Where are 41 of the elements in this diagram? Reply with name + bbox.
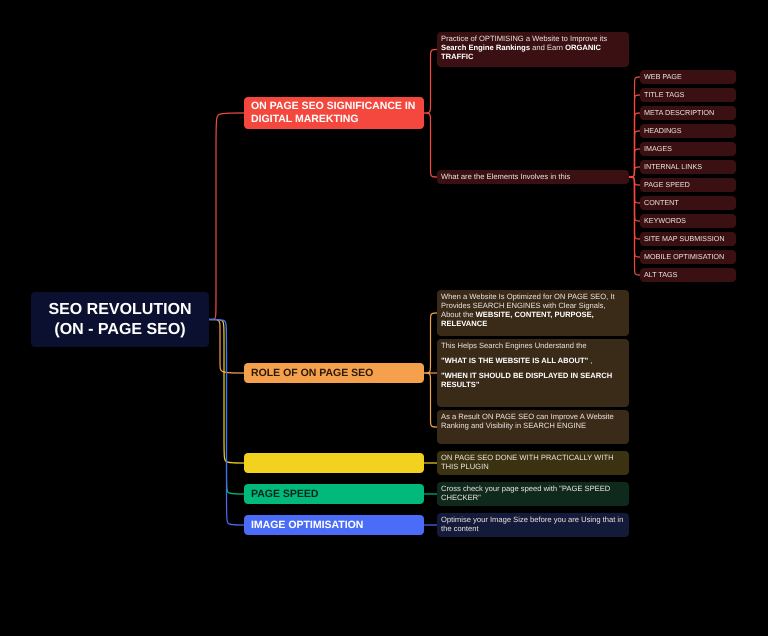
topic-text: SEO REVOLUTION (ON - PAGE SEO) (47, 300, 193, 339)
subtopic-box (640, 232, 736, 246)
subtopic-box (437, 410, 629, 444)
branch-line (629, 148, 640, 178)
central-topic-box (31, 292, 209, 347)
branch-line (424, 462, 437, 464)
main-topic-box (244, 453, 424, 473)
branch-line (424, 524, 437, 526)
branch-line (629, 166, 640, 178)
topic-text: PAGE SPEED (251, 488, 320, 500)
branch-line (424, 112, 437, 178)
subtopic-box (437, 339, 629, 407)
subtopic-box (437, 32, 629, 67)
branch-line (424, 493, 437, 495)
topic-text: ON PAGE SEO SIGNIFICANCE IN DIGITAL MAREKTING (251, 100, 416, 126)
main-topic-box (244, 363, 424, 383)
subtopic-box (437, 290, 629, 336)
subtopic-box (640, 268, 736, 282)
branch-line (424, 312, 437, 374)
topic-text: IMAGE OPTIMISATION (251, 518, 364, 532)
subtopic-box (640, 214, 736, 228)
subtopic-box (640, 124, 736, 138)
subtopic-box (640, 196, 736, 210)
subtopic-box (437, 170, 629, 184)
subtopic-box (640, 250, 736, 264)
branch-line (424, 372, 437, 428)
subtopic-box (640, 88, 736, 102)
subtopic-box (437, 513, 629, 537)
subtopic-box (640, 142, 736, 156)
branch-line (424, 48, 437, 114)
subtopic-box (640, 70, 736, 84)
topic-text: ROLE OF ON PAGE SEO (251, 366, 374, 380)
main-topic-box (244, 484, 424, 504)
subtopic-box (640, 106, 736, 120)
subtopic-box (437, 482, 629, 506)
main-topic-box (244, 97, 424, 129)
branch-line (629, 176, 640, 276)
subtopic-box (640, 178, 736, 192)
subtopic-box (640, 160, 736, 174)
subtopic-box (437, 451, 629, 475)
main-topic-box (244, 515, 424, 535)
